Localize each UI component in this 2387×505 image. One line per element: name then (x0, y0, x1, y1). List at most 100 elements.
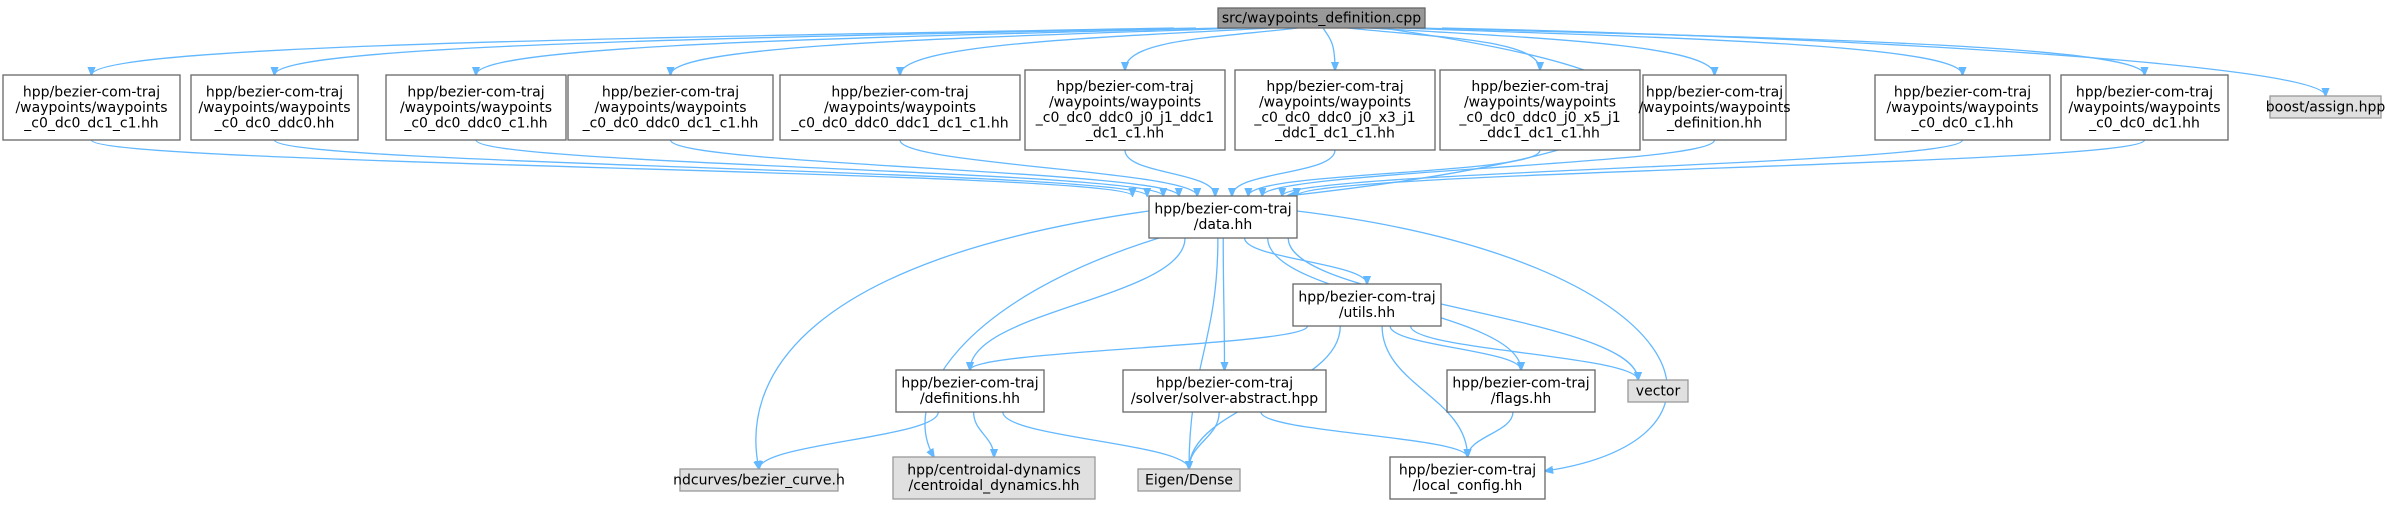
node-solver[interactable]: hpp/bezier-com-traj/solver/solver-abstra… (1122, 369, 1327, 413)
node-h2-box (190, 74, 359, 141)
node-h1-label-line: hpp/bezier-com-traj (23, 84, 160, 100)
node-data-label-line: hpp/bezier-com-traj (1154, 202, 1291, 218)
edge-data-to-eigen (1189, 237, 1219, 469)
node-root-label-line: src/waypoints_definition.cpp (1222, 10, 1421, 26)
node-h6[interactable]: hpp/bezier-com-traj/waypoints/waypoints_… (1024, 69, 1226, 151)
node-h10-label-line: hpp/bezier-com-traj (1894, 84, 2031, 100)
edge-root-to-assign (1441, 27, 2326, 96)
node-h9-box (1642, 74, 1787, 141)
node-solver-label-line: /solver/solver-abstract.hpp (1131, 391, 1318, 407)
node-h9-label-line: _definition.hh (1666, 115, 1762, 131)
node-h2-label-line: /waypoints/waypoints (198, 100, 350, 116)
node-h3[interactable]: hpp/bezier-com-traj/waypoints/waypoints_… (385, 74, 567, 141)
node-h8-label-line: _c0_dc0_ddc0_j0_x5_j1 (1458, 110, 1620, 126)
edge-solver-to-eigen (1189, 411, 1220, 469)
edge-data-to-vector (1287, 237, 1638, 380)
node-h6-label-line: _dc1_c1.hh (1085, 126, 1164, 142)
node-h11-label-line: _c0_dc0_dc1.hh (2088, 115, 2200, 131)
node-flags-box (1446, 369, 1596, 413)
node-h5-label-line: /waypoints/waypoints (824, 100, 976, 116)
edge-solver-to-localcfg (1260, 411, 1468, 457)
node-utils-label-line: hpp/bezier-com-traj (1298, 290, 1435, 306)
node-h4[interactable]: hpp/bezier-com-traj/waypoints/waypoints_… (567, 74, 774, 141)
node-h8-label-line: /waypoints/waypoints (1464, 95, 1616, 111)
node-h7[interactable]: hpp/bezier-com-traj/waypoints/waypoints_… (1234, 69, 1436, 151)
edge-h8-to-data (1248, 149, 1541, 196)
node-defs[interactable]: hpp/bezier-com-traj/definitions.hh (895, 369, 1045, 413)
edge-root-to-h1 (92, 27, 1174, 75)
node-vector[interactable]: vector (1627, 379, 1689, 403)
node-h3-label-line: _c0_dc0_ddc0_c1.hh (403, 115, 547, 131)
node-h1[interactable]: hpp/bezier-com-traj/waypoints/waypoints_… (2, 74, 181, 141)
node-ndcurves[interactable]: ndcurves/bezier_curve.h (673, 468, 845, 492)
node-h6-label-line: hpp/bezier-com-traj (1056, 79, 1193, 95)
node-centroidal[interactable]: hpp/centroidal-dynamics/centroidal_dynam… (892, 456, 1096, 500)
edge-root-to-h3 (476, 27, 1221, 75)
node-h8-box (1439, 69, 1641, 151)
node-h7-label-line: /waypoints/waypoints (1259, 95, 1411, 111)
edge-root-to-h2 (275, 27, 1196, 75)
edge-defs-to-eigen (1002, 411, 1189, 469)
edge-root-to-h4 (671, 27, 1244, 75)
node-h6-label-line: /waypoints/waypoints (1049, 95, 1201, 111)
node-h9[interactable]: hpp/bezier-com-traj/waypoints/waypoints_… (1638, 74, 1791, 141)
edge-root-to-h7 (1322, 27, 1335, 70)
edge-utils-to-flags (1389, 325, 1521, 370)
node-root[interactable]: src/waypoints_definition.cpp (1217, 7, 1426, 29)
node-centroidal-box (892, 456, 1096, 500)
node-h9-label-line: hpp/bezier-com-traj (1646, 84, 1783, 100)
node-h1-label-line: _c0_dc0_dc1_c1.hh (23, 115, 158, 131)
node-h10-box (1874, 74, 2051, 141)
node-h11[interactable]: hpp/bezier-com-traj/waypoints/waypoints_… (2060, 74, 2229, 141)
node-localcfg[interactable]: hpp/bezier-com-traj/local_config.hh (1389, 456, 1546, 500)
node-h9-label-line: /waypoints/waypoints (1638, 100, 1790, 116)
node-h5-label-line: hpp/bezier-com-traj (831, 84, 968, 100)
edge-utils-to-vector (1410, 325, 1638, 380)
node-localcfg-label-line: hpp/bezier-com-traj (1399, 463, 1536, 479)
edge-utils-to-defs (970, 325, 1309, 370)
edge-defs-to-ndcurves (759, 411, 939, 469)
node-utils[interactable]: hpp/bezier-com-traj/utils.hh (1292, 283, 1442, 327)
node-data[interactable]: hpp/bezier-com-traj/data.hh (1148, 195, 1298, 239)
node-h7-label-line: _c0_dc0_ddc0_j0_x3_j1 (1253, 110, 1415, 126)
node-h1-label-line: /waypoints/waypoints (15, 100, 167, 116)
node-eigen[interactable]: Eigen/Dense (1137, 468, 1241, 492)
node-data-label-line: /data.hh (1194, 217, 1252, 233)
node-flags-label-line: hpp/bezier-com-traj (1452, 376, 1589, 392)
edge-h3-to-data (475, 139, 1163, 196)
node-vector-label-line: vector (1636, 383, 1681, 399)
node-h2-label-line: _c0_dc0_ddc0.hh (214, 115, 335, 131)
node-h10-label-line: _c0_dc0_c1.hh (1911, 115, 2014, 131)
node-h11-box (2060, 74, 2229, 141)
node-h6-label-line: _c0_dc0_ddc0_j0_j1_ddc1 (1035, 110, 1214, 126)
node-solver-label-line: hpp/bezier-com-traj (1156, 376, 1293, 392)
node-h7-label-line: hpp/bezier-com-traj (1266, 79, 1403, 95)
edge-flags-to-localcfg (1468, 411, 1514, 457)
edge-root-to-h8 (1347, 27, 1540, 70)
node-defs-label-line: hpp/bezier-com-traj (901, 376, 1038, 392)
edge-h10-to-data (1282, 139, 1964, 196)
node-assign[interactable]: boost/assign.hpp (2266, 95, 2386, 119)
node-h4-label-line: _c0_dc0_ddc0_dc1_c1.hh (582, 115, 759, 131)
edge-h1-to-data (90, 139, 1133, 196)
node-h5[interactable]: hpp/bezier-com-traj/waypoints/waypoints_… (779, 74, 1021, 141)
node-h5-label-line: _c0_dc0_ddc0_ddc1_dc1_c1.hh (790, 115, 1008, 131)
node-localcfg-label-line: /local_config.hh (1413, 478, 1522, 494)
node-h10-label-line: /waypoints/waypoints (1886, 100, 2038, 116)
node-h2[interactable]: hpp/bezier-com-traj/waypoints/waypoints_… (190, 74, 359, 141)
edge-root-to-h9 (1368, 27, 1715, 75)
node-h8[interactable]: hpp/bezier-com-traj/waypoints/waypoints_… (1439, 69, 1641, 151)
node-defs-label-line: /definitions.hh (920, 391, 1020, 407)
edge-h6-to-data (1124, 149, 1215, 196)
node-solver-box (1122, 369, 1327, 413)
edge-data-to-centroidal (924, 237, 1160, 457)
node-flags[interactable]: hpp/bezier-com-traj/flags.hh (1446, 369, 1596, 413)
node-h7-label-line: _ddc1_dc1_c1.hh (1274, 126, 1395, 142)
edge-root-to-h5 (900, 27, 1271, 75)
edge-h2-to-data (273, 139, 1148, 196)
node-localcfg-box (1389, 456, 1546, 500)
node-assign-box (2269, 95, 2382, 119)
node-h11-label-line: /waypoints/waypoints (2068, 100, 2220, 116)
node-h10[interactable]: hpp/bezier-com-traj/waypoints/waypoints_… (1874, 74, 2051, 141)
node-utils-label-line: /utils.hh (1339, 305, 1395, 321)
